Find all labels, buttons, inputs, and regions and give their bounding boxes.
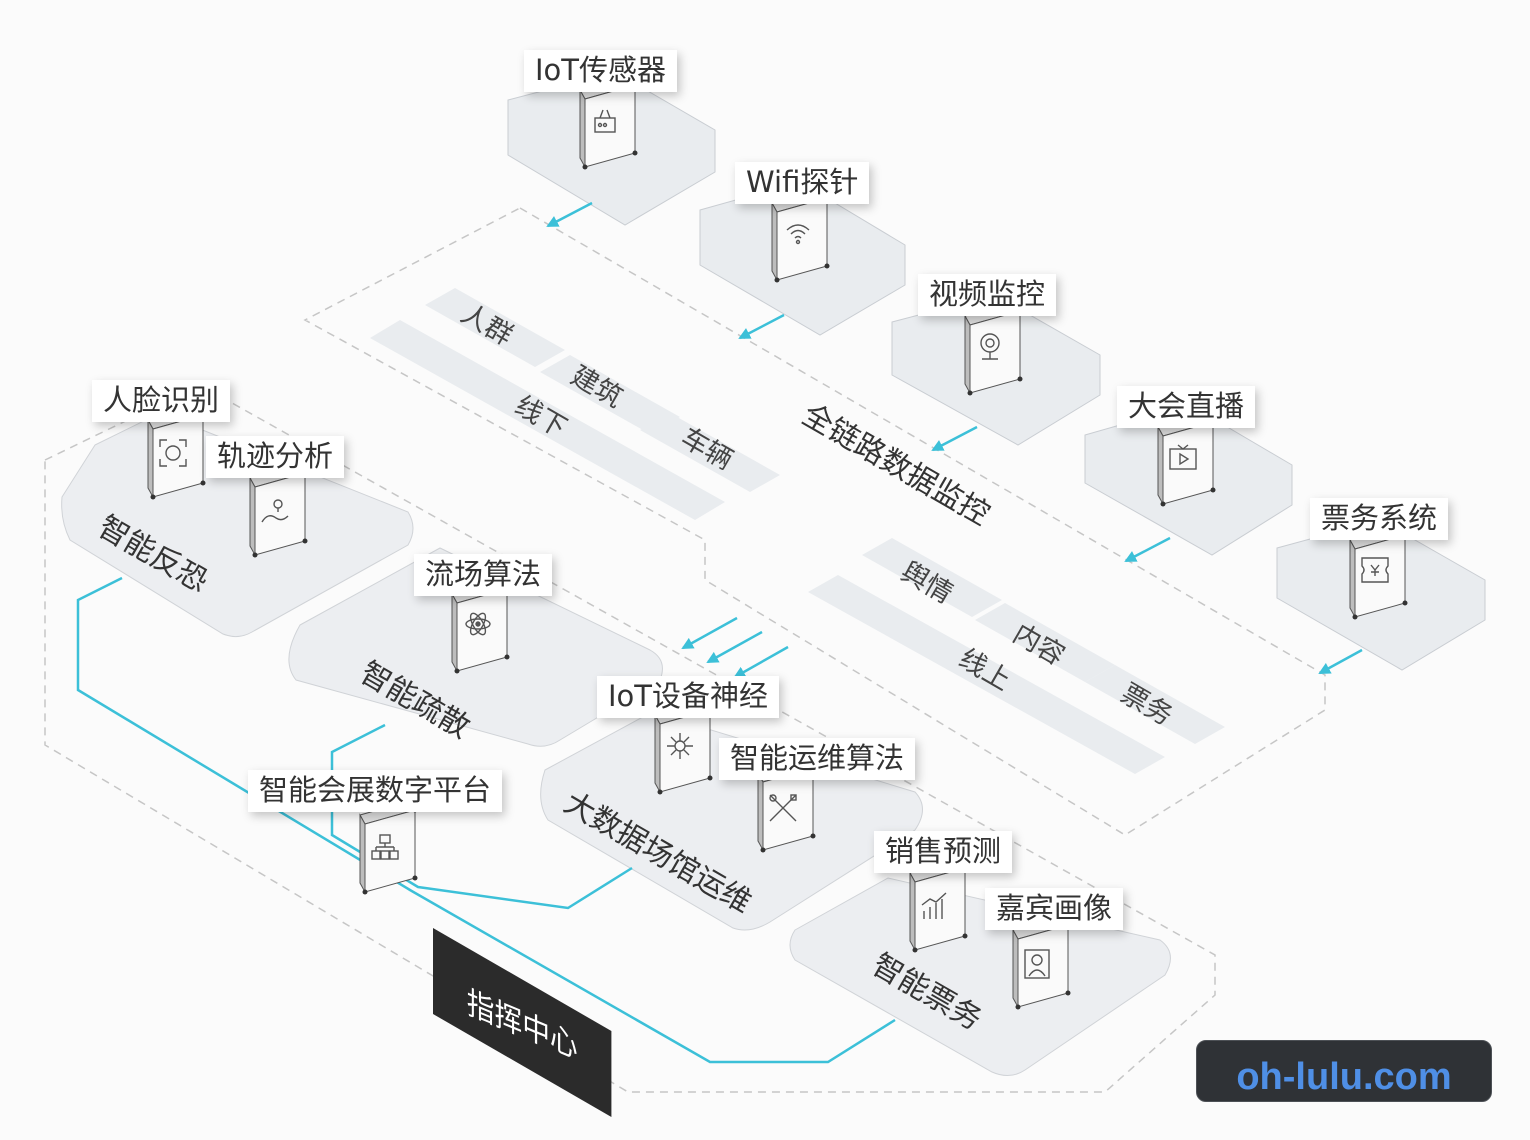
band-offline — [370, 320, 725, 520]
line-anti-terror — [76, 576, 896, 1064]
portrait-icon — [1024, 949, 1050, 979]
band-sentiment — [862, 538, 1002, 617]
flow-arrow-2 — [706, 630, 763, 664]
bar-chart-icon — [921, 892, 947, 919]
label-iot-neural: IoT设备神经 — [597, 676, 780, 718]
application-region-outline — [44, 384, 1216, 1093]
tv-icon — [1169, 444, 1197, 470]
module-panels — [61, 412, 1171, 1076]
arrow-ticket-system — [1318, 648, 1363, 675]
label-trajectory-analysis: 轨迹分析 — [206, 436, 345, 478]
band-building — [540, 355, 680, 434]
band-ticket — [1085, 665, 1225, 744]
label-platform: 智能会展数字平台 — [248, 770, 503, 812]
camera-icon — [980, 333, 1000, 360]
atom-icon — [465, 612, 491, 636]
face-scan-icon — [159, 439, 187, 467]
circuit-icon — [667, 733, 693, 759]
flow-arrow-1 — [681, 616, 738, 650]
label-live-broadcast: 大会直播 — [1117, 386, 1256, 428]
arrow-iot-sensor — [546, 201, 593, 228]
tools-icon — [769, 794, 797, 822]
wifi-icon — [786, 224, 810, 245]
watermark: oh-lulu.com — [1196, 1040, 1492, 1102]
band-online — [808, 575, 1165, 774]
device-tiles — [507, 71, 1486, 671]
band-vehicle — [640, 413, 780, 492]
band-content — [975, 603, 1115, 682]
label-video-monitor: 视频监控 — [918, 274, 1057, 316]
trajectory-icon — [261, 499, 289, 523]
flow-arrow-3 — [733, 645, 789, 679]
label-ticket-system: 票务系统 — [1310, 498, 1449, 540]
network-icon — [371, 834, 399, 860]
arrow-wifi-probe — [738, 313, 785, 340]
label-wifi-probe: Wifi探针 — [735, 162, 870, 204]
label-face-recognition: 人脸识别 — [92, 380, 231, 422]
label-iot-sensor: IoT传感器 — [524, 50, 678, 92]
label-sales-forecast: 销售预测 — [874, 831, 1013, 873]
label-ops-algorithm: 智能运维算法 — [719, 738, 916, 780]
arrow-video-monitor — [931, 425, 978, 452]
monitoring-region-outline — [303, 207, 1326, 836]
data-flow-arrows — [681, 616, 789, 679]
label-flow-algorithm: 流场算法 — [414, 554, 553, 596]
router-icon — [594, 109, 616, 133]
label-guest-profile: 嘉宾画像 — [985, 888, 1124, 930]
ticket-icon — [1361, 557, 1389, 583]
arrow-live-broadcast — [1124, 536, 1171, 563]
band-crowd — [425, 288, 565, 367]
monitoring-bands — [370, 288, 1225, 774]
device-arrows — [546, 201, 1363, 675]
